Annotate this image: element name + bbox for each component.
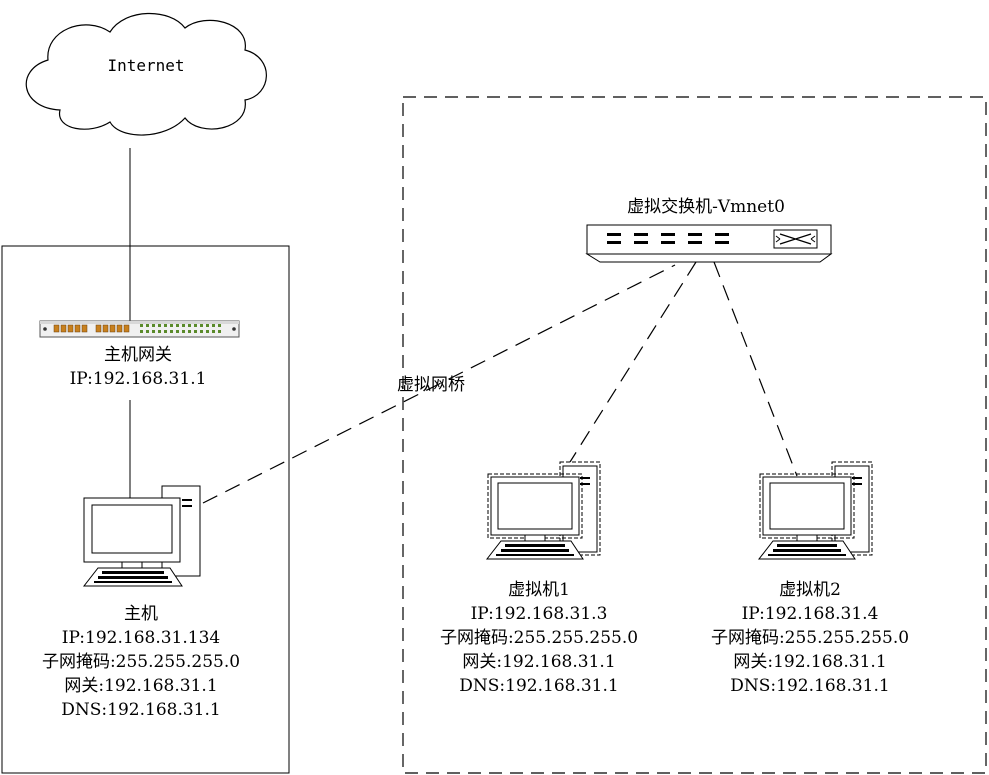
internet-label: Internet: [107, 56, 185, 75]
host-mask: 子网掩码:255.255.255.0: [41, 652, 241, 672]
vm1-dns: DNS:192.168.31.1: [459, 676, 619, 696]
host-computer-icon: [82, 485, 201, 587]
virtual-switch-icon: [585, 224, 833, 263]
host-boundary: [1, 245, 290, 774]
vm1-gateway: 网关:192.168.31.1: [462, 652, 616, 672]
vm1-name: 虚拟机1: [508, 580, 570, 600]
host-dns: DNS:192.168.31.1: [61, 700, 221, 720]
gateway-router-icon: [39, 320, 240, 338]
vm1-mask: 子网掩码:255.255.255.0: [439, 628, 639, 648]
host-ip: IP:192.168.31.134: [61, 628, 221, 648]
vm2-mask: 子网掩码:255.255.255.0: [710, 628, 910, 648]
vm2-name: 虚拟机2: [779, 580, 841, 600]
bridge-label: 虚拟网桥: [397, 375, 465, 395]
gateway-ip: IP:192.168.31.1: [69, 369, 207, 389]
host-label-block: 主机 IP:192.168.31.134 子网掩码:255.255.255.0 …: [42, 602, 240, 722]
vm2-link: [713, 261, 798, 477]
virtual-bridge-link: [202, 264, 676, 504]
vm1-link: [569, 261, 697, 463]
gateway-name: 主机网关: [104, 345, 172, 365]
vm2-ip: IP:192.168.31.4: [741, 604, 879, 624]
cloud-icon: [25, 12, 267, 136]
vm2-dns: DNS:192.168.31.1: [730, 676, 890, 696]
vm1-computer-icon: [485, 461, 601, 560]
vm2-label-block: 虚拟机2 IP:192.168.31.4 子网掩码:255.255.255.0 …: [711, 578, 909, 698]
switch-label: 虚拟交换机-Vmnet0: [627, 197, 785, 217]
host-name: 主机: [123, 604, 158, 624]
vm1-ip: IP:192.168.31.3: [470, 604, 608, 624]
gateway-label-block: 主机网关 IP:192.168.31.1: [70, 343, 207, 391]
vm2-computer-icon: [757, 461, 873, 560]
vm2-gateway: 网关:192.168.31.1: [733, 652, 887, 672]
host-gateway: 网关:192.168.31.1: [64, 676, 218, 696]
vm1-label-block: 虚拟机1 IP:192.168.31.3 子网掩码:255.255.255.0 …: [440, 578, 638, 698]
